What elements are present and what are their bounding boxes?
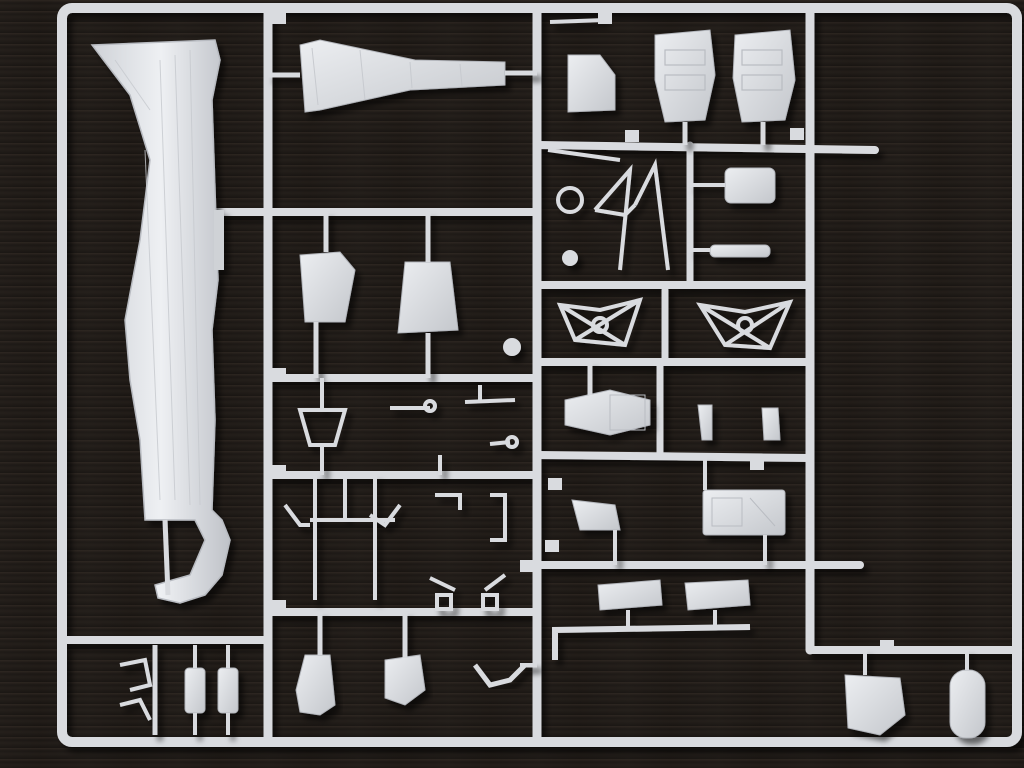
small-parts-right [571, 404, 786, 565]
tailplane-part [268, 39, 537, 113]
cowling-part [397, 212, 459, 378]
frame-struts [547, 148, 670, 271]
panel-left-middle [299, 212, 356, 378]
bulkhead-part [384, 612, 426, 706]
wheel-spat-parts [844, 650, 986, 739]
headrest-part [549, 18, 616, 113]
exhaust-covers [552, 579, 751, 660]
sprue-frame [57, 3, 1022, 747]
seat-part [295, 612, 336, 716]
truss-parts [556, 297, 794, 351]
small-parts-middle [283, 338, 521, 611]
small-parts-bottom-left [119, 645, 239, 735]
fuselage-half [90, 39, 231, 604]
instrument-panel [564, 362, 651, 436]
gate-stubs [272, 12, 894, 650]
small-bracket-middle [473, 662, 537, 688]
gearbox-part [690, 167, 776, 258]
engine-halves [654, 29, 796, 145]
